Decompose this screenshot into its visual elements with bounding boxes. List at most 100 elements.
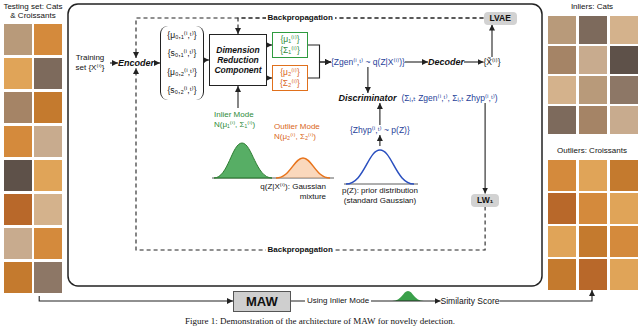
photo-thumbnail [610, 106, 638, 134]
flow-connector [405, 61, 428, 62]
edge-label: Backpropagation [266, 13, 335, 23]
discriminator-group: Discriminator(Σᵢ,ₜ Zgen⁽ⁱ,ᵗ⁾, Σᵢ,ₜ Zhyp⁽… [339, 93, 498, 103]
parameter-symbol: {Σ₂⁽ⁱ⁾} [280, 78, 300, 89]
photo-thumbnail [548, 76, 576, 104]
mode-label: Outlier Mode N(μ₂⁽ⁱ⁾, Σ₂⁽ⁱ⁾) [274, 122, 334, 141]
photo-thumbnail [34, 194, 62, 225]
flow-connector [237, 86, 238, 108]
photo-thumbnail [34, 126, 62, 157]
outliers-panel: Outliers: Croissants [546, 146, 638, 290]
photo-thumbnail [548, 46, 576, 74]
photo-thumbnail [610, 226, 638, 257]
parameter-symbol: {s₀,₁⁽ⁱ,ᵗ⁾} [168, 48, 197, 59]
parameter-symbol: {μ₀,₂⁽ⁱ,ᵗ⁾} [167, 67, 197, 78]
photo-thumbnail [34, 262, 62, 293]
parameter-symbol: {s₀,₂⁽ⁱ,ᵗ⁾} [167, 85, 196, 96]
dimension-reduction-box: Dimension Reduction Component [209, 34, 267, 86]
photo-thumbnail [4, 24, 32, 55]
flow-connector [39, 296, 233, 301]
inlier-mode-box: {μ₁⁽ⁱ⁾}{Σ₁⁽ⁱ⁾} [272, 32, 308, 58]
flow-connector [485, 103, 486, 194]
text-slot: p(Z): prior distribution (standard Gauss… [325, 186, 435, 206]
formula: {Zgen⁽ⁱ,ᵗ⁾ ~ q(Z|X⁽ⁱ⁾)} [331, 57, 405, 67]
gaussian-mixture-plot: Inlier Mode N(μ₁⁽ⁱ⁾, Σ₁⁽ⁱ⁾)Outlier Mode … [212, 108, 336, 206]
edge-label: Backpropagation [266, 245, 335, 255]
caption-slot: Figure 1: Demonstration of the architect… [0, 316, 640, 327]
photo-thumbnail [579, 16, 607, 44]
outlier-mode-curve [276, 158, 330, 178]
photo-thumbnail [4, 262, 32, 293]
flow-connector [367, 67, 368, 93]
decoder-label: Decoder [428, 57, 464, 67]
flow-connector [110, 62, 118, 63]
system-frame [68, 4, 542, 286]
inlier-mode-icon [392, 291, 424, 301]
edge-label-slot: Using Inlier Mode [305, 296, 371, 306]
flow-connector [464, 61, 484, 62]
plot-caption: q(Z|X⁽ⁱ⁾): Gaussian mixture [242, 182, 326, 201]
flow-connector [379, 135, 380, 146]
loss-name: LVAE [490, 13, 511, 24]
photo-thumbnail [548, 160, 576, 191]
similarity-score-label: Similarity Score [441, 296, 500, 306]
photo-thumbnail [4, 58, 32, 89]
photo-thumbnail [548, 226, 576, 257]
edge-label: Using Inlier Mode [305, 296, 371, 306]
input-label: Training set {X⁽ⁱ⁾} [70, 53, 110, 73]
module-name: Decoder [428, 57, 464, 67]
photo-thumbnail [610, 160, 638, 191]
photo-thumbnail [548, 106, 576, 134]
panel-heading: Outliers: Croissants [546, 146, 638, 156]
photo-thumbnail [548, 16, 576, 44]
photo-thumbnail [579, 76, 607, 104]
reconstruction-label: {X̃⁽ⁱ⁾} [484, 57, 501, 67]
plot-axis [344, 184, 418, 185]
parameter-symbol: {μ₂⁽ⁱ⁾} [280, 67, 300, 78]
photo-thumbnail [610, 16, 638, 44]
wasserstein-loss-box: LW₁ [471, 194, 499, 207]
photo-thumbnail [34, 92, 62, 123]
photo-thumbnail [579, 106, 607, 134]
flow-connector [491, 25, 492, 58]
loss-name: LW₁ [477, 195, 493, 206]
photo-thumbnail [579, 226, 607, 257]
vae-loss-box: LVAE [484, 12, 517, 25]
prior-curve [346, 150, 414, 184]
maw-box: MAW [233, 291, 291, 312]
photo-thumbnail [610, 76, 638, 104]
photo-thumbnail [548, 193, 576, 224]
photo-thumbnail [4, 228, 32, 259]
photo-thumbnail [579, 46, 607, 74]
generated-latent-label: {Zgen⁽ⁱ,ᵗ⁾ ~ q(Z|X⁽ⁱ⁾)} [331, 57, 405, 67]
parameter-symbol: {Σ₁⁽ⁱ⁾} [280, 45, 300, 56]
photo-thumbnail [610, 46, 638, 74]
testing-set-panel: Testing set: Cats & Croissants [2, 2, 64, 296]
inlier-mode-curve [214, 143, 272, 178]
latent-parameter-group: {μ₀,₁⁽ⁱ,ᵗ⁾}{s₀,₁⁽ⁱ,ᵗ⁾}{μ₀,₂⁽ⁱ,ᵗ⁾}{s₀,₂⁽ⁱ… [160, 26, 204, 100]
inliers-panel: Inliers: Cats [546, 2, 638, 136]
module-name: MAW [246, 294, 278, 309]
prior-sample-label: {Zhyp⁽ⁱ,ᵗ⁾ ~ p(Z)} [350, 125, 410, 135]
formula: {Zhyp⁽ⁱ,ᵗ⁾ ~ p(Z)} [350, 125, 410, 135]
flow-connector [308, 62, 331, 78]
photo-thumbnail [548, 259, 576, 290]
photo-thumbnail [4, 126, 32, 157]
output-label: Similarity Score [441, 296, 500, 306]
module-name: Discriminator [339, 93, 397, 103]
text-slot: q(Z|X⁽ⁱ⁾): Gaussian mixture [242, 182, 326, 201]
mode-label: Inlier Mode N(μ₁⁽ⁱ⁾, Σ₁⁽ⁱ⁾) [214, 110, 270, 129]
text-slot: Outlier Mode N(μ₂⁽ⁱ⁾, Σ₂⁽ⁱ⁾) [274, 122, 334, 141]
panel-heading: Testing set: Cats & Croissants [2, 2, 64, 20]
encoder-label: Encoder [118, 58, 154, 68]
training-set-label: Training set {X⁽ⁱ⁾} [70, 53, 110, 73]
figure-caption: Figure 1: Demonstration of the architect… [0, 316, 640, 327]
photo-thumbnail [4, 92, 32, 123]
flow-connector [308, 45, 331, 62]
outlier-mode-box: {μ₂⁽ⁱ⁾}{Σ₂⁽ⁱ⁾} [272, 65, 308, 91]
photo-thumbnail [4, 194, 32, 225]
photo-thumbnail [34, 58, 62, 89]
photo-thumbnail [579, 193, 607, 224]
flow-connector [379, 103, 380, 125]
